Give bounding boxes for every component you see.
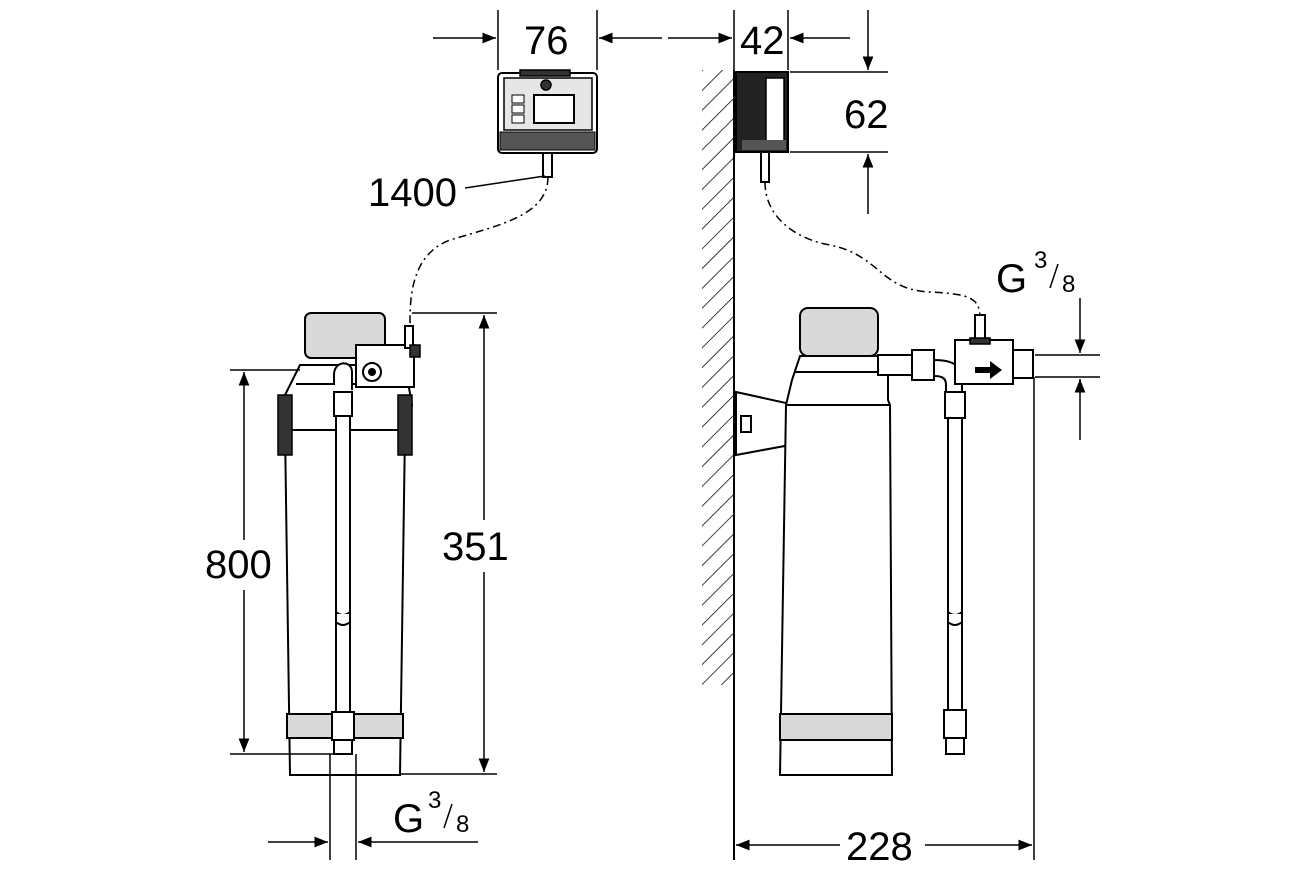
thread-inlet-slash (443, 803, 453, 829)
dim-228 (736, 377, 1035, 860)
thread-outlet-den: 8 (1062, 271, 1075, 298)
dim-800-label: 800 (205, 543, 272, 587)
controller-side (735, 71, 789, 183)
thread-inlet-num: 3 (428, 787, 441, 814)
dim-42 (668, 10, 850, 70)
dim-outlet-thread (1035, 298, 1100, 440)
cable-leader (464, 175, 546, 189)
thread-outlet-num: 3 (1034, 247, 1047, 274)
dim-228-label: 228 (846, 825, 913, 869)
front-view: 800 351 76 1400 G 3 8 (205, 10, 662, 860)
dim-351 (400, 312, 497, 775)
dim-62 (790, 10, 888, 214)
dim-1400-label: 1400 (368, 171, 457, 215)
thread-outlet-main: G (996, 257, 1027, 301)
filter-side (778, 307, 894, 776)
dim-76 (433, 10, 662, 70)
dim-42-label: 42 (740, 19, 785, 63)
dim-inlet-thread (268, 754, 478, 860)
dim-76-label: 76 (524, 19, 569, 63)
cable-right (764, 181, 981, 319)
controller-front (497, 69, 598, 178)
dim-62-label: 62 (844, 93, 889, 137)
dim-351-label: 351 (442, 525, 509, 569)
thread-outlet-slash (1049, 263, 1059, 289)
dim-800 (230, 369, 340, 755)
side-view: 42 62 G 3 8 228 (668, 10, 1100, 869)
filter-front (277, 312, 421, 776)
thread-inlet-main: G (393, 797, 424, 841)
thread-inlet-den: 8 (456, 811, 469, 838)
outlet-fitting (877, 314, 1034, 755)
wall-hatch (702, 70, 734, 685)
